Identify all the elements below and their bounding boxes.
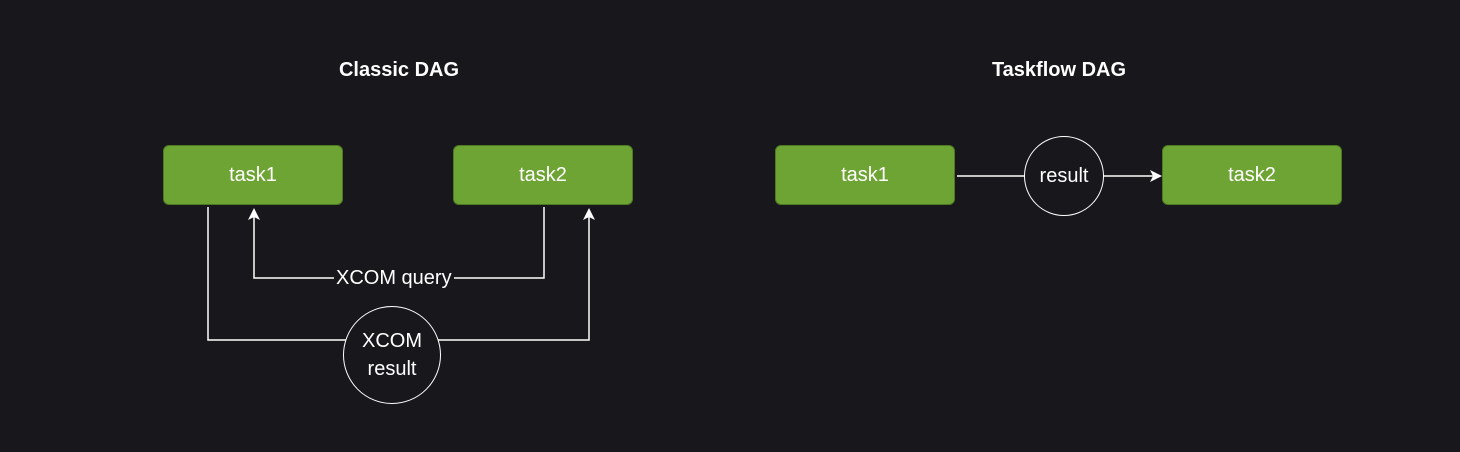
xcom-query-label: XCOM query — [334, 266, 454, 290]
taskflow-task2-node: task2 — [1162, 145, 1342, 205]
xcom-result-circle: XCOM result — [343, 306, 441, 404]
classic-dag-title: Classic DAG — [338, 59, 460, 81]
xcom-result-line1: XCOM — [362, 330, 422, 352]
classic-task2-node: task2 — [453, 145, 633, 205]
taskflow-task1-node: task1 — [775, 145, 955, 205]
taskflow-dag-title: Taskflow DAG — [991, 59, 1127, 81]
xcom-result-text: XCOM result — [362, 327, 422, 383]
taskflow-result-circle: result — [1024, 136, 1104, 216]
classic-task1-node: task1 — [163, 145, 343, 205]
xcom-result-line2: result — [367, 358, 417, 380]
